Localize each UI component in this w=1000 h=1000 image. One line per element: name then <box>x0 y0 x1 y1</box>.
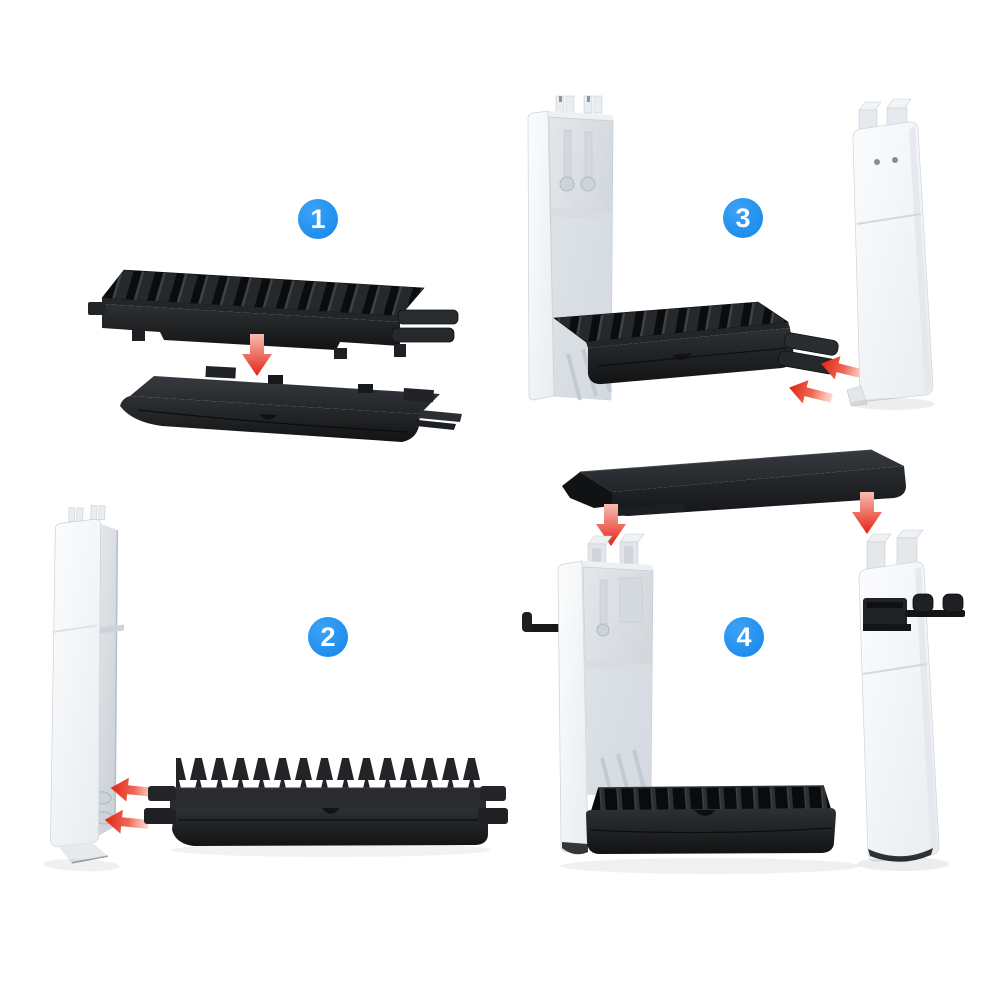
step1-illustration <box>88 269 462 442</box>
step3-right-tower <box>846 98 935 410</box>
step2-vertical-tower <box>43 504 125 872</box>
step1-number-badge: 1 <box>298 199 338 239</box>
step4-left-tower-tabs <box>587 533 645 571</box>
step4-top-cover <box>562 449 906 516</box>
step4-illustration <box>522 449 965 874</box>
step4-right-tower-tabs <box>866 529 924 571</box>
step4-left-tower <box>522 533 654 855</box>
step3-illustration <box>527 95 935 410</box>
controller-hooks <box>863 593 965 631</box>
step3-number-badge: 3 <box>723 198 763 238</box>
step2-disc-rack <box>144 758 508 857</box>
step2-number-badge: 2 <box>308 617 348 657</box>
step2-illustration <box>43 504 508 872</box>
step4-right-tower <box>857 529 965 871</box>
step3-left-arrow-2 <box>786 376 835 410</box>
step4-number-badge: 4 <box>724 617 764 657</box>
step1-disc-rack <box>88 269 459 359</box>
step3-disc-rack <box>553 301 839 385</box>
step4-disc-rack <box>560 785 860 874</box>
step1-base-cover <box>120 366 462 442</box>
